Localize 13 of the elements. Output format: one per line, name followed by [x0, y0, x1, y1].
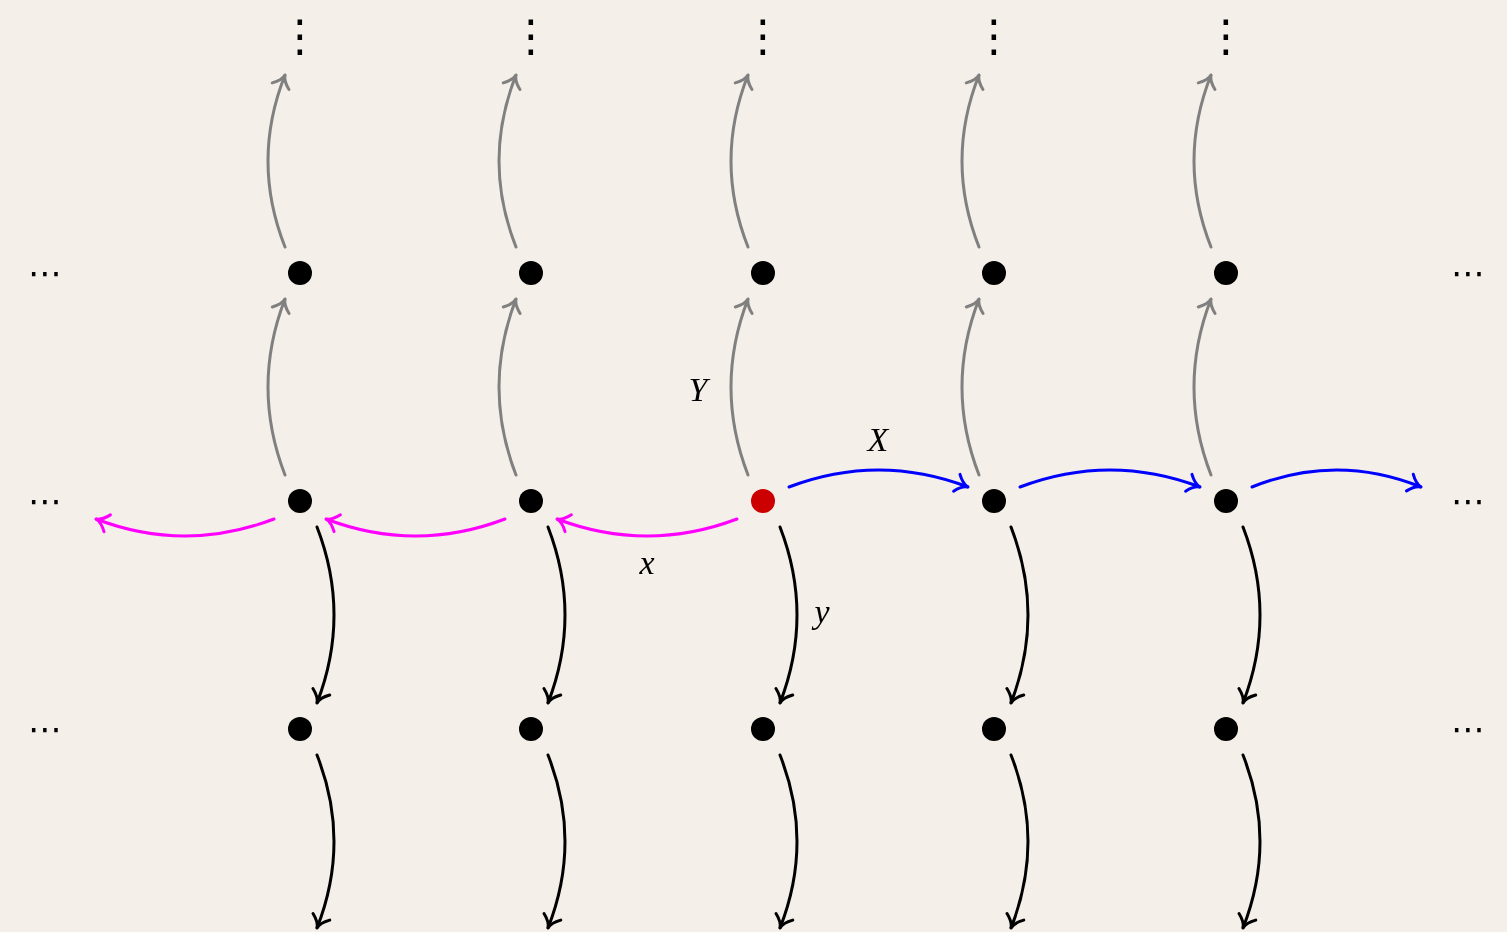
edge-label: X: [867, 423, 889, 457]
horizontal-ellipsis: ⋯: [12, 714, 82, 744]
horizontal-ellipsis: ⋯: [12, 258, 82, 288]
vertical-ellipsis: ⋮: [1214, 11, 1238, 61]
horizontal-ellipsis: ⋯: [1435, 714, 1505, 744]
edge-label: x: [639, 546, 655, 580]
vertical-ellipsis: ⋮: [982, 11, 1006, 61]
horizontal-ellipsis: ⋯: [1435, 258, 1505, 288]
vertical-ellipsis: ⋮: [288, 11, 312, 61]
horizontal-ellipsis: ⋯: [12, 486, 82, 516]
horizontal-ellipsis: ⋯: [1435, 486, 1505, 516]
vertical-ellipsis: ⋮: [519, 11, 543, 61]
vertical-ellipsis: ⋮: [751, 11, 775, 61]
